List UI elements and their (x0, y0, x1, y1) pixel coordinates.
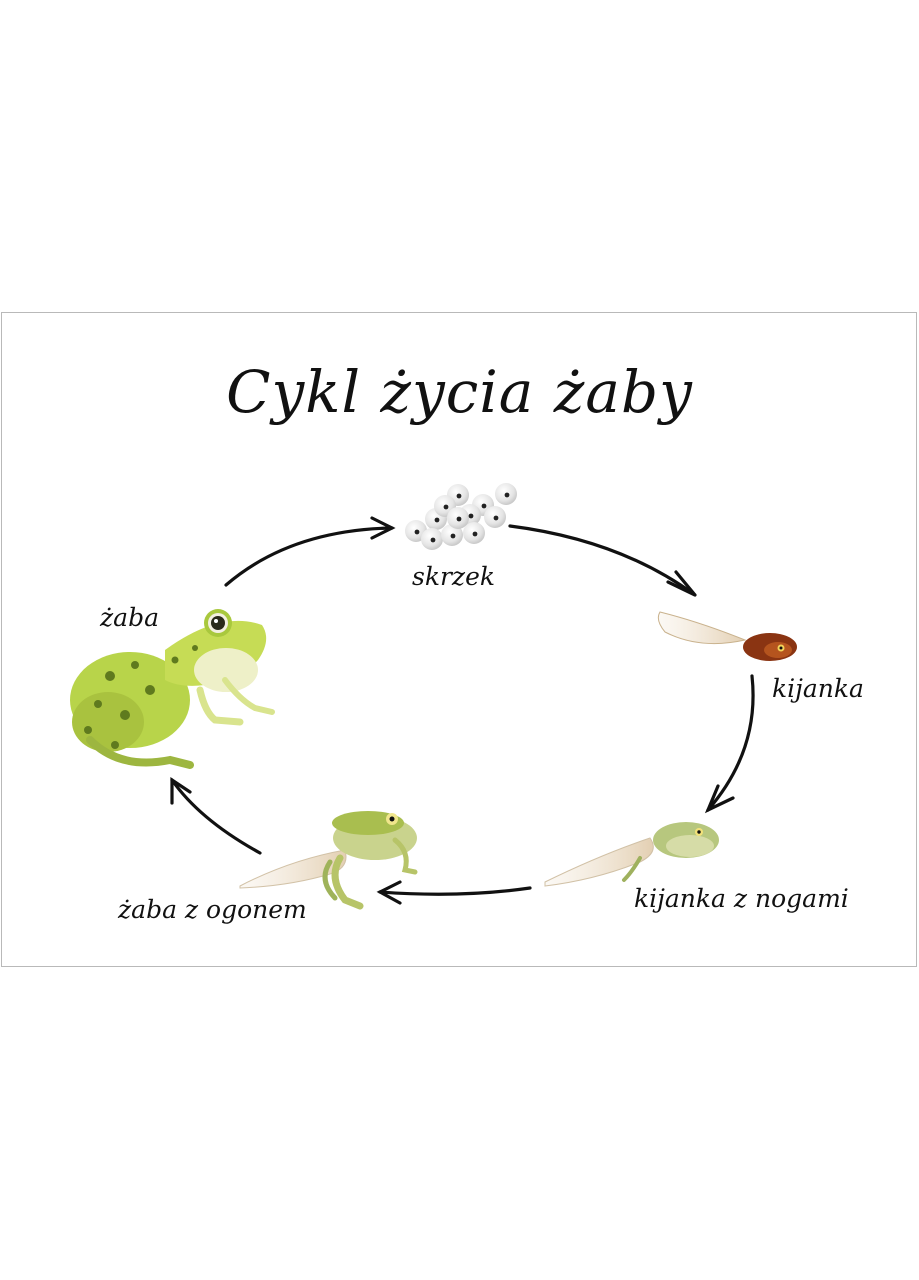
arrow-legs-to-froglet (378, 886, 532, 896)
cycle-arrows (170, 516, 755, 905)
arrow-head (170, 777, 192, 805)
label-froglet: żaba z ogonem (118, 895, 307, 924)
arrow-eggs-to-tadpole (508, 524, 697, 597)
tadpole-illustration (657, 611, 797, 661)
tadpole-with-legs-illustration (544, 822, 719, 887)
froglet-illustration (239, 811, 418, 910)
page-title: Cykl życia żaby (226, 358, 693, 426)
label-tadpole-with-legs: kijanka z nogami (634, 884, 849, 913)
label-eggs: skrzek (412, 562, 496, 591)
frog-illustration (70, 609, 275, 769)
label-frog: żaba (100, 603, 159, 632)
arrow-head (704, 784, 735, 814)
eggs-illustration (405, 483, 517, 550)
label-tadpole: kijanka (772, 674, 864, 703)
arrow-froglet-to-frog (170, 778, 262, 855)
arrow-head (370, 516, 396, 540)
arrow-head (666, 570, 697, 597)
arrow-tadpole-to-legs (706, 674, 755, 812)
arrow-head (376, 880, 402, 905)
arrow-frog-to-eggs (224, 526, 394, 587)
